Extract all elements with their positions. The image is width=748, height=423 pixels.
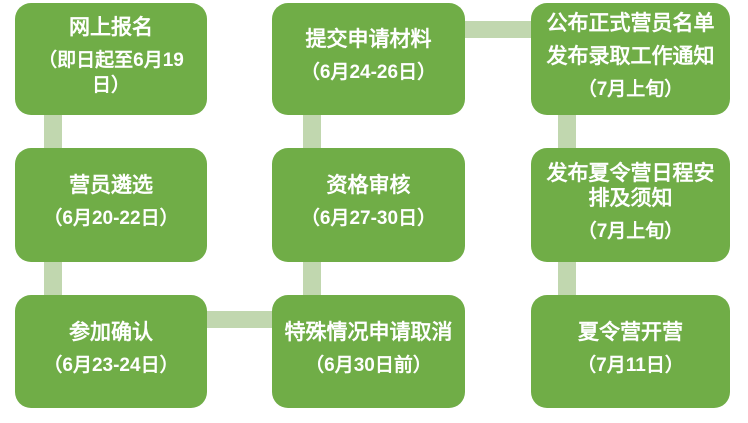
step-title: 发布录取工作通知 — [546, 44, 715, 68]
step-title: 夏令营开营 — [578, 320, 683, 344]
step-online-signup: 网上报名 （即日起至6月19日） — [15, 3, 207, 115]
step-camper-selection: 营员遴选 （6月20-22日） — [15, 148, 207, 262]
step-title: 参加确认 — [69, 320, 153, 344]
connector-selection-to-confirmation — [44, 256, 62, 300]
connector-schedule-to-opening — [558, 256, 576, 300]
step-announce-list: 公布正式营员名单 发布录取工作通知 （7月上旬） — [531, 3, 730, 115]
step-title: 特殊情况申请取消 — [284, 320, 453, 344]
step-publish-schedule: 发布夏令营日程安 排及须知 （7月上旬） — [531, 148, 730, 262]
connector-confirmation-to-cancellation — [199, 311, 281, 328]
step-date: （6月23-24日） — [43, 354, 179, 376]
step-date: （6月30日前） — [305, 354, 432, 376]
step-title: 发布夏令营日程安 排及须知 — [546, 161, 715, 210]
step-date: （7月11日） — [577, 354, 684, 376]
connector-signup-to-selection — [44, 108, 62, 152]
step-date: （6月27-30日） — [300, 208, 437, 229]
step-confirm-attendance: 参加确认 （6月23-24日） — [15, 295, 207, 408]
step-date: （7月上旬） — [577, 220, 684, 242]
connector-review-to-cancellation — [303, 256, 321, 300]
step-title: 营员遴选 — [69, 174, 153, 197]
step-title: 公布正式营员名单 — [546, 11, 715, 35]
step-date: （6月24-26日） — [300, 62, 437, 83]
connector-materials-to-announcement — [457, 21, 539, 38]
connector-materials-to-review — [303, 108, 321, 152]
connector-announcement-to-schedule — [558, 108, 576, 152]
step-submit-materials: 提交申请材料 （6月24-26日） — [272, 3, 465, 115]
step-camp-opening: 夏令营开营 （7月11日） — [531, 295, 730, 408]
step-date: （6月20-22日） — [43, 208, 179, 229]
step-special-cancellation: 特殊情况申请取消 （6月30日前） — [272, 295, 465, 408]
step-title: 提交申请材料 — [305, 28, 432, 51]
step-date: （7月上旬） — [577, 78, 684, 100]
step-title: 网上报名 — [69, 15, 153, 39]
step-date: （即日起至6月19日） — [38, 49, 184, 96]
step-title: 资格审核 — [326, 174, 411, 197]
step-qualification-review: 资格审核 （6月27-30日） — [272, 148, 465, 262]
